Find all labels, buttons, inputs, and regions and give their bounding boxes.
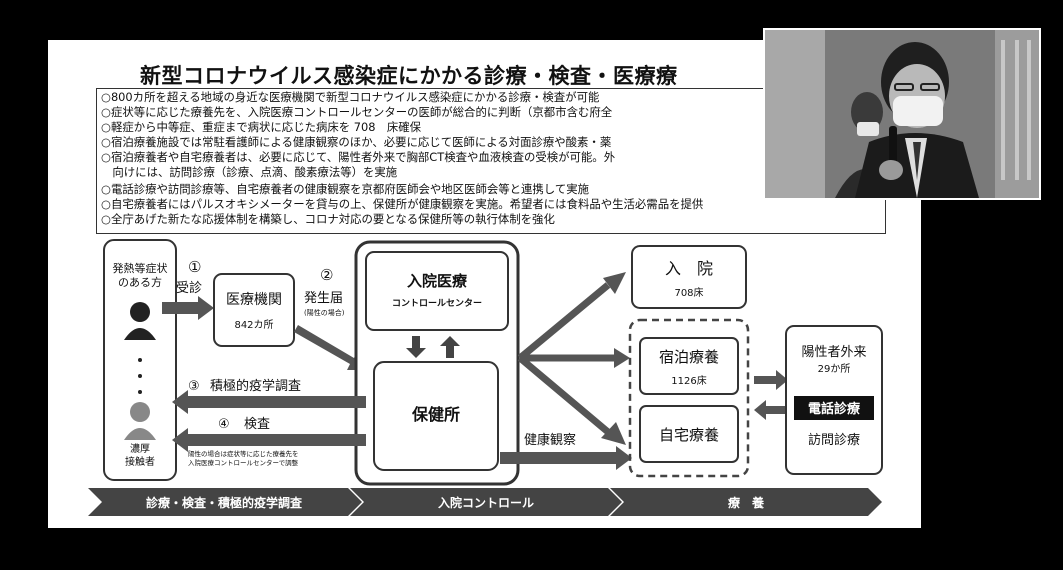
ellipsis-dot xyxy=(138,390,142,394)
flow-diagram: 発熱等症状 のある方 濃厚 接触者 ① 受診 医療機関 842カ所 xyxy=(88,239,883,516)
arrow-diagonal-icon xyxy=(294,325,368,370)
arrow-head-icon xyxy=(614,348,630,368)
step3-label: 積極的疫学調査 xyxy=(210,378,301,394)
stage-chevron xyxy=(88,488,362,516)
visit-care-label: 訪問診療 xyxy=(808,432,860,448)
home-title: 自宅療養 xyxy=(659,426,719,444)
patient-label: 発熱等症状 xyxy=(113,261,168,275)
step2-note: (陽性の場合) xyxy=(304,308,345,317)
stage-chevron xyxy=(350,488,622,516)
control-center-title: 入院医療 xyxy=(407,272,468,290)
stage-label: 入院コントロール xyxy=(438,495,534,510)
stage-label: 診療・検査・積極的疫学調査 xyxy=(146,495,303,510)
step2-label: 発生届 xyxy=(304,291,343,306)
hospital-box xyxy=(631,245,747,309)
ellipsis-dot xyxy=(138,358,142,362)
bullet-item: ○電話診療や訪問診療等、自宅療養者の健康観察を京都府医師会や地区医師会等と連携し… xyxy=(101,182,590,196)
step3-number: ③ xyxy=(188,379,200,394)
arrow-left-icon xyxy=(172,390,366,414)
bullet-item: ○症状等に応じた療養先を、入院医療コントロールセンターの医師が総合的に判断（京都… xyxy=(101,105,613,119)
control-center-box xyxy=(365,251,509,331)
arrow-head-icon xyxy=(603,272,626,294)
phone-care-highlight xyxy=(794,396,874,420)
presenter-video-frame xyxy=(765,30,1039,198)
arrow-left-icon xyxy=(172,428,366,452)
bullet-item: 向けには、訪問診療（診療、点滴、酸素療法等）を実施 xyxy=(101,165,398,179)
step4-number: ④ xyxy=(218,417,230,432)
bullet-item: ○全庁あげた新たな応援体制を構築し、コロナ対応の要となる保健所等の執行体制を強化 xyxy=(101,212,555,226)
hotel-box xyxy=(639,337,739,395)
stage-label: 療 養 xyxy=(728,495,764,510)
arrow-right-icon xyxy=(500,446,632,470)
patient-label: のある方 xyxy=(118,275,162,289)
contact-person-icon xyxy=(124,402,156,440)
branch-arrow-line xyxy=(517,282,611,361)
arrow-head-icon xyxy=(601,422,626,445)
step1-label: 受診 xyxy=(176,280,202,296)
step4-label: 検査 xyxy=(244,417,270,432)
arrow-down-icon xyxy=(406,336,426,358)
health-watch-label: 健康観察 xyxy=(524,432,576,448)
bullet-item: ○800カ所を超える地域の身近な医療機関で新型コロナウイルス感染症にかかる診療・… xyxy=(101,90,600,104)
step1-number: ① xyxy=(188,258,201,276)
control-center-sub: コントロールセンター xyxy=(392,297,482,309)
presenter-video[interactable] xyxy=(763,28,1041,200)
hotel-beds: 1126床 xyxy=(671,374,706,387)
clinic-box xyxy=(213,273,295,347)
arrow-right-icon xyxy=(162,296,214,320)
outpatient-count: 29か所 xyxy=(818,363,851,375)
branch-arrow-line xyxy=(517,355,611,435)
recovery-group-box xyxy=(628,318,750,478)
hospital-title: 入 院 xyxy=(665,259,713,278)
note-text: 陽性の場合は症状等に応じた療養先を xyxy=(188,449,299,458)
slide-title: 新型コロナウイルス感染症にかかる診療・検査・医療療 xyxy=(140,64,678,88)
clinic-title: 医療機関 xyxy=(226,291,282,308)
outpatient-title: 陽性者外来 xyxy=(801,345,866,360)
bullet-item: ○宿泊療養施設では常駐看護師による健康観察のほか、必要に応じて医師による対面診療… xyxy=(101,135,612,149)
note-text: 入院医療コントロールセンターで調整 xyxy=(188,458,299,467)
clinic-count: 842カ所 xyxy=(234,319,273,331)
bullet-item: ○自宅療養者にはパルスオキシメーターを貸与の上、保健所が健康観察を実施。希望者に… xyxy=(101,197,704,211)
bullet-item: ○宿泊療養者や自宅療養者は、必要に応じて、陽性者外来で胸部CT検査や血液検査の受… xyxy=(101,150,616,164)
hospital-beds: 708床 xyxy=(674,286,703,299)
contact-label: 濃厚 xyxy=(130,442,150,455)
health-center-box xyxy=(373,361,499,471)
health-center-title: 保健所 xyxy=(411,405,460,424)
arrow-left-icon xyxy=(754,400,788,420)
contact-label: 接触者 xyxy=(125,455,155,468)
hotel-title: 宿泊療養 xyxy=(659,348,719,366)
phone-care-label: 電話診療 xyxy=(808,401,861,417)
step2-number: ② xyxy=(320,266,333,284)
person-icon xyxy=(124,302,156,340)
arrow-up-icon xyxy=(440,336,460,358)
stage-chevron xyxy=(610,488,882,516)
bullet-item: ○軽症から中等症、重症まで病状に応じた病床を 708 床確保 xyxy=(101,120,422,134)
home-box xyxy=(639,405,739,463)
arrow-right-icon xyxy=(754,370,788,390)
ellipsis-dot xyxy=(138,374,142,378)
bullet-list-box: ○800カ所を超える地域の身近な医療機関で新型コロナウイルス感染症にかかる診療・… xyxy=(96,88,886,234)
